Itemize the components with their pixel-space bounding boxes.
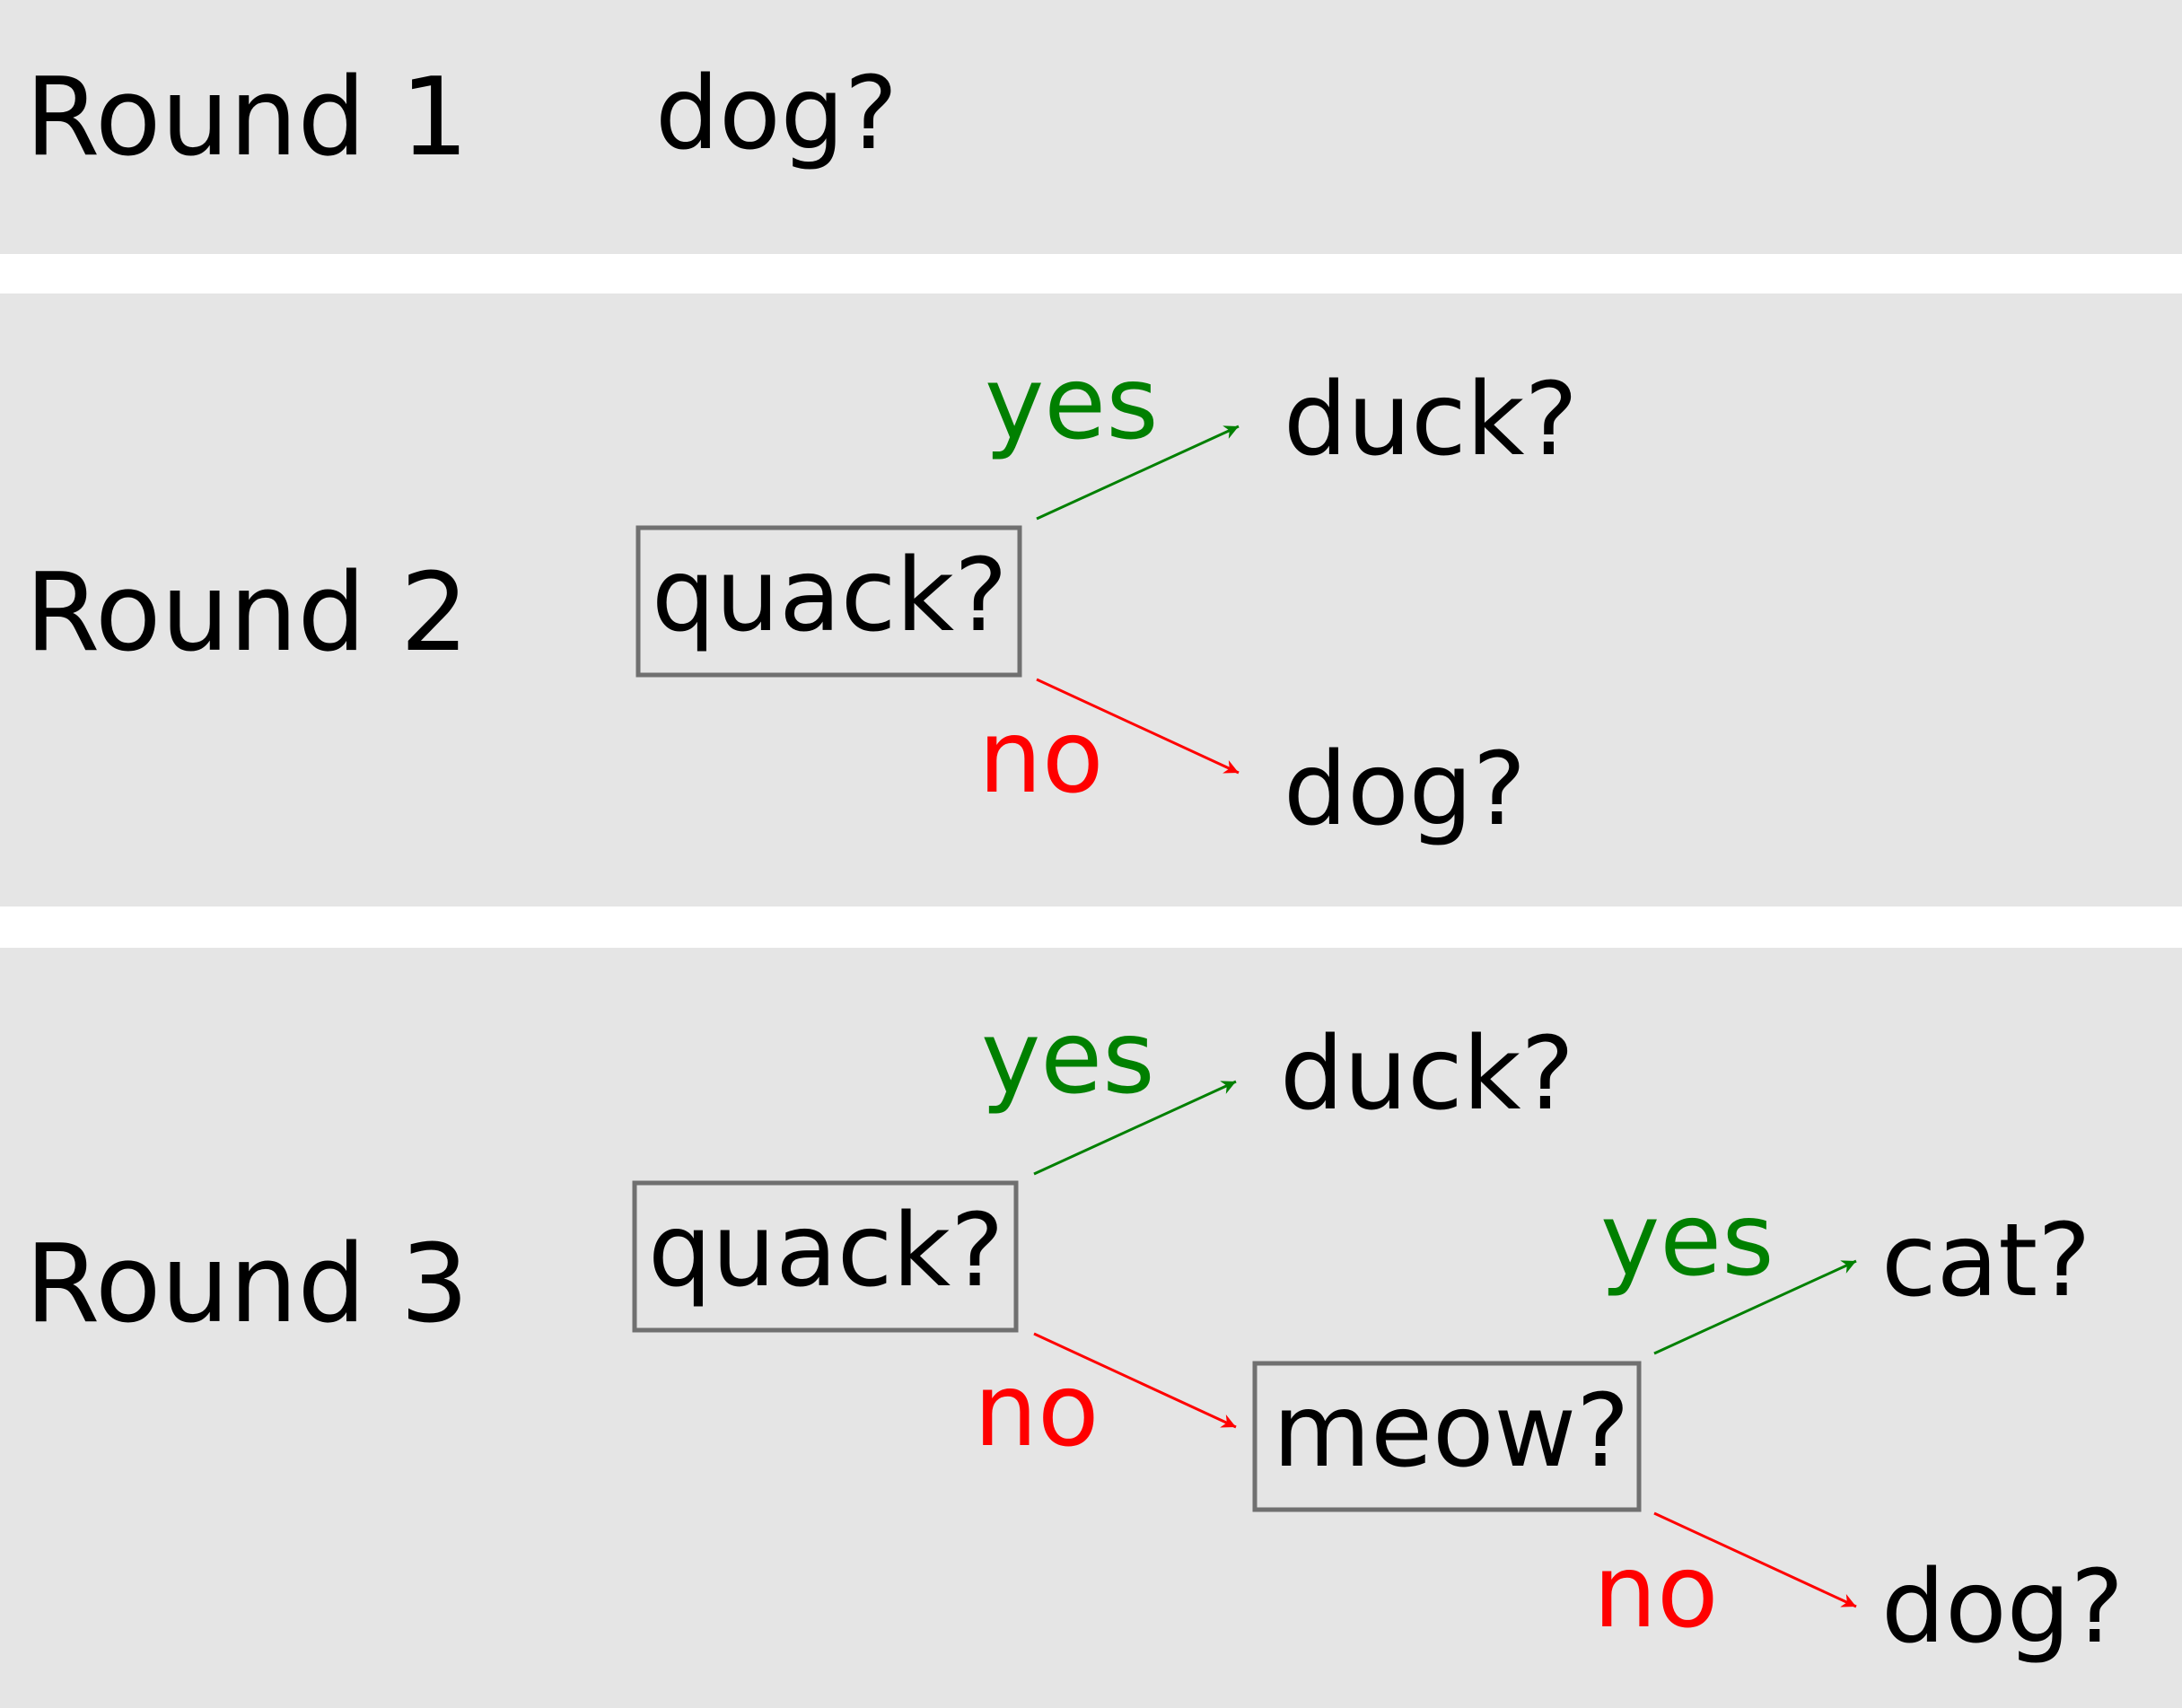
round-3-no-label-1: no (974, 1353, 1100, 1469)
round-3-no-arrow-1 (1033, 1332, 1237, 1429)
round-3-question-1: quack? (648, 1193, 1004, 1309)
round-1-panel (0, 0, 2182, 254)
round-2-no-answer: dog? (1284, 731, 1526, 848)
round-2-no-arrow (1036, 678, 1240, 775)
round-3-yes-label-2: yes (1600, 1182, 1775, 1299)
round-1-label: Round 1 (25, 56, 469, 180)
round-2-no-label: no (978, 699, 1104, 816)
round-2-question-box (635, 525, 1022, 678)
round-2-yes-arrow (1036, 425, 1240, 521)
round-3-yes-label-1: yes (981, 1000, 1155, 1117)
round-2-yes-answer: duck? (1284, 362, 1578, 478)
round-3-label: Round 3 (25, 1222, 469, 1347)
round-2-question: quack? (652, 538, 1008, 654)
round-3-no-arrow-2 (1653, 1511, 1857, 1608)
round-3-no-label-2: no (1593, 1534, 1719, 1651)
round-1-guess: dog? (655, 56, 898, 172)
round-3-yes-arrow-2 (1653, 1259, 1857, 1355)
round-3-yes-answer-1: duck? (1280, 1016, 1574, 1133)
round-3-yes-answer-2: cat? (1881, 1203, 2091, 1319)
round-2-panel (0, 293, 2182, 907)
round-3-question-2: meow? (1273, 1373, 1630, 1490)
round-3-yes-arrow-1 (1033, 1080, 1237, 1176)
round-2-yes-label: yes (985, 346, 1159, 462)
round-3-question-1-box (632, 1180, 1019, 1333)
round-3-no-answer-2: dog? (1881, 1549, 2124, 1666)
round-3-panel (0, 948, 2182, 1708)
round-3-question-2-box (1252, 1361, 1642, 1512)
round-2-label: Round 2 (25, 551, 469, 676)
